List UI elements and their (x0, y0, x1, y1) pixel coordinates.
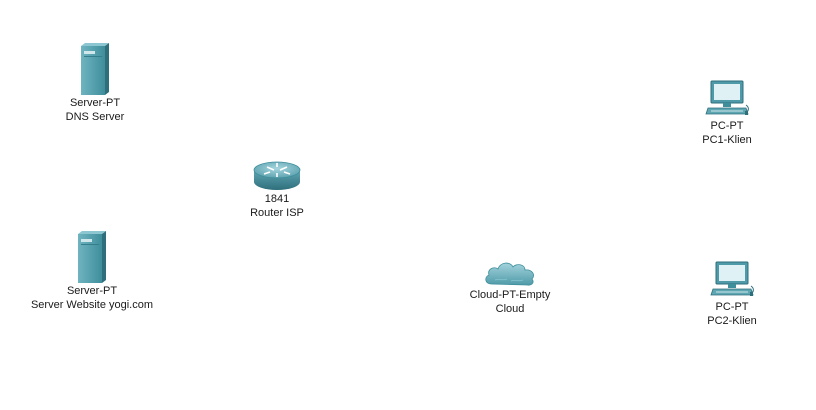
device-name-label: PC2-Klien (707, 315, 757, 327)
device-model-label: Server-PT (66, 285, 118, 297)
device-name-label: Server Website yogi.com (30, 299, 154, 311)
server-icon (81, 43, 109, 95)
device-name-label: PC1-Klien (702, 134, 752, 146)
device-name-label: DNS Server (65, 111, 125, 123)
router-icon (253, 161, 301, 190)
device-model-label: Cloud-PT-Empty (469, 289, 551, 301)
pc-icon (710, 261, 754, 296)
device-model-label: Server-PT (69, 97, 121, 109)
cloud-icon (485, 262, 534, 286)
device-cloud[interactable]: Cloud-PT-Empty Cloud (455, 258, 565, 316)
device-web-server[interactable]: Server-PT Server Website yogi.com (22, 230, 162, 312)
device-dns-server[interactable]: Server-PT DNS Server (40, 42, 150, 124)
device-model-label: PC-PT (715, 301, 749, 313)
device-name-label: Cloud (495, 303, 525, 315)
server-icon (78, 231, 106, 283)
pc-icon (705, 80, 749, 115)
device-name-label: Router ISP (250, 207, 304, 219)
device-model-label: 1841 (264, 193, 290, 205)
device-model-label: PC-PT (710, 120, 744, 132)
device-router-isp[interactable]: 1841 Router ISP (222, 158, 332, 220)
device-pc1[interactable]: PC-PT PC1-Klien (672, 79, 782, 147)
device-pc2[interactable]: PC-PT PC2-Klien (672, 260, 792, 328)
